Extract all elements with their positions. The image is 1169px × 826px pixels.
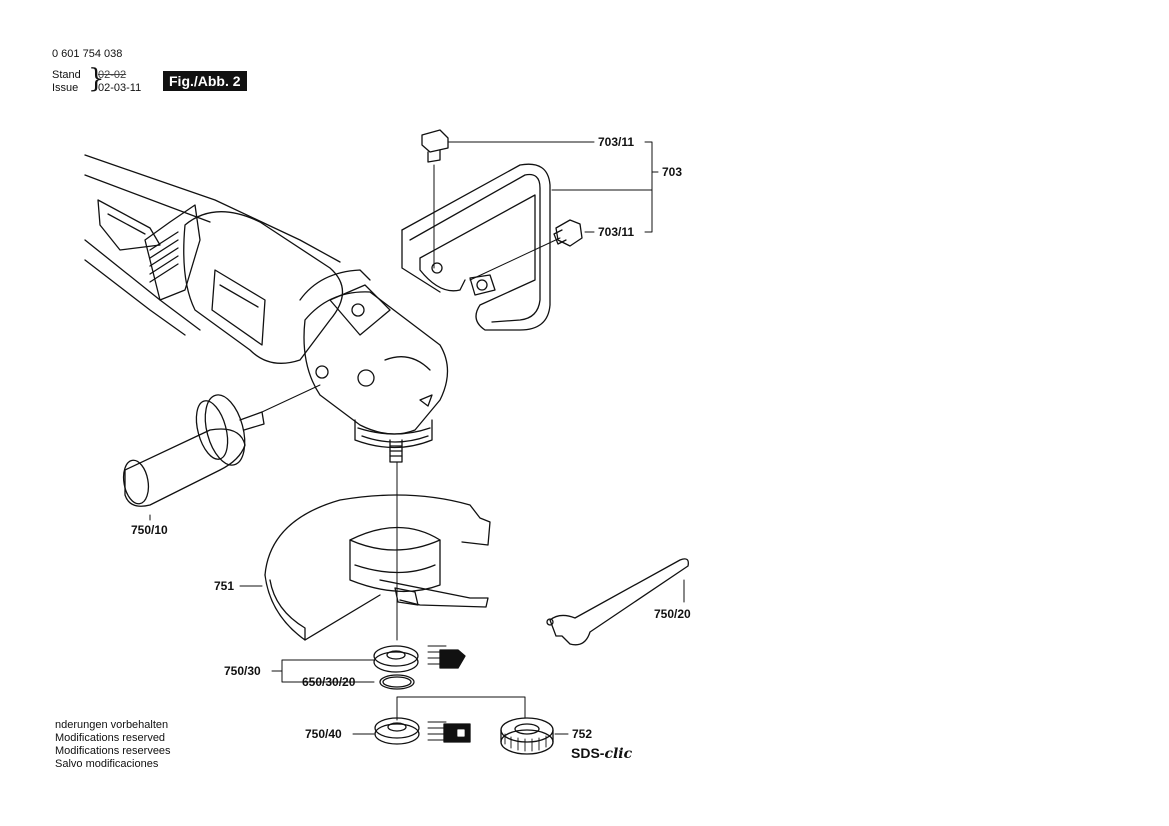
callout-752: 752 (572, 727, 593, 741)
quick-clamping-nut (500, 717, 554, 755)
callout-750-10: 750/10 (131, 523, 168, 537)
note-spanish: Salvo modificaciones (55, 758, 159, 770)
two-pin-spanner (546, 558, 689, 646)
sds-script: clic (604, 746, 633, 762)
auxiliary-handle (122, 384, 321, 507)
stand-label: Stand (52, 69, 81, 81)
wheel-guard (264, 461, 491, 641)
sds-prefix: SDS- (571, 745, 605, 761)
angle-grinder-body (84, 154, 449, 463)
callout-750-30: 750/30 (224, 664, 261, 678)
bow-handle (401, 129, 583, 331)
callout-650-30-20: 650/30/20 (302, 675, 356, 689)
sds-clic-label: SDS-clic (571, 745, 632, 762)
callout-703-11-top: 703/11 (598, 135, 635, 149)
leader-lines (149, 141, 685, 735)
issue-label: Issue (52, 82, 79, 94)
brace-symbol: } (88, 64, 105, 94)
note-english: Modifications reserved (55, 732, 166, 744)
mounting-flange (373, 645, 419, 690)
mounting-pictogram-top (427, 645, 466, 669)
note-german: nderungen vorbehalten (55, 719, 169, 731)
callout-750-40: 750/40 (305, 727, 342, 741)
callout-703-11-bottom: 703/11 (598, 225, 635, 239)
mounting-pictogram-bottom (427, 721, 471, 743)
callout-750-20: 750/20 (654, 607, 691, 621)
note-french: Modifications reservees (55, 745, 171, 757)
clamping-nut (374, 696, 526, 745)
issue-date: 02-03-11 (98, 82, 142, 94)
figure-label: Fig./Abb. 2 (163, 71, 247, 91)
callout-703: 703 (662, 165, 683, 179)
part-number: 0 601 754 038 (52, 48, 123, 60)
stand-date: 02-02 (98, 69, 127, 81)
callout-751: 751 (214, 579, 235, 593)
